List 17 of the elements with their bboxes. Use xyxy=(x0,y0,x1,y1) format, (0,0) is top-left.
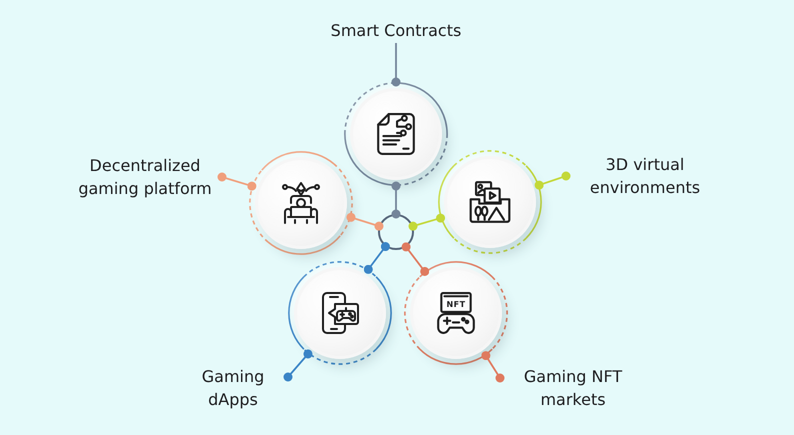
leader-line xyxy=(534,172,570,190)
connector-line xyxy=(408,214,446,231)
label-text: Gaming dApps xyxy=(200,366,266,410)
connector-line xyxy=(392,182,400,218)
connector-line xyxy=(364,242,390,274)
label-text: Smart Contracts xyxy=(330,20,462,42)
connector-line xyxy=(402,242,430,276)
label-text: 3D virtual environments xyxy=(588,154,702,198)
leader-line xyxy=(392,43,400,86)
screen-text: NFT xyxy=(446,300,466,310)
leader-line xyxy=(218,172,256,191)
hub-ring xyxy=(378,214,414,250)
connector-line xyxy=(346,212,384,231)
leader-line xyxy=(284,349,312,382)
label-text: Gaming NFT markets xyxy=(522,366,624,410)
leader-line xyxy=(481,351,504,382)
label-text: Decentralized gaming platform xyxy=(77,154,213,200)
